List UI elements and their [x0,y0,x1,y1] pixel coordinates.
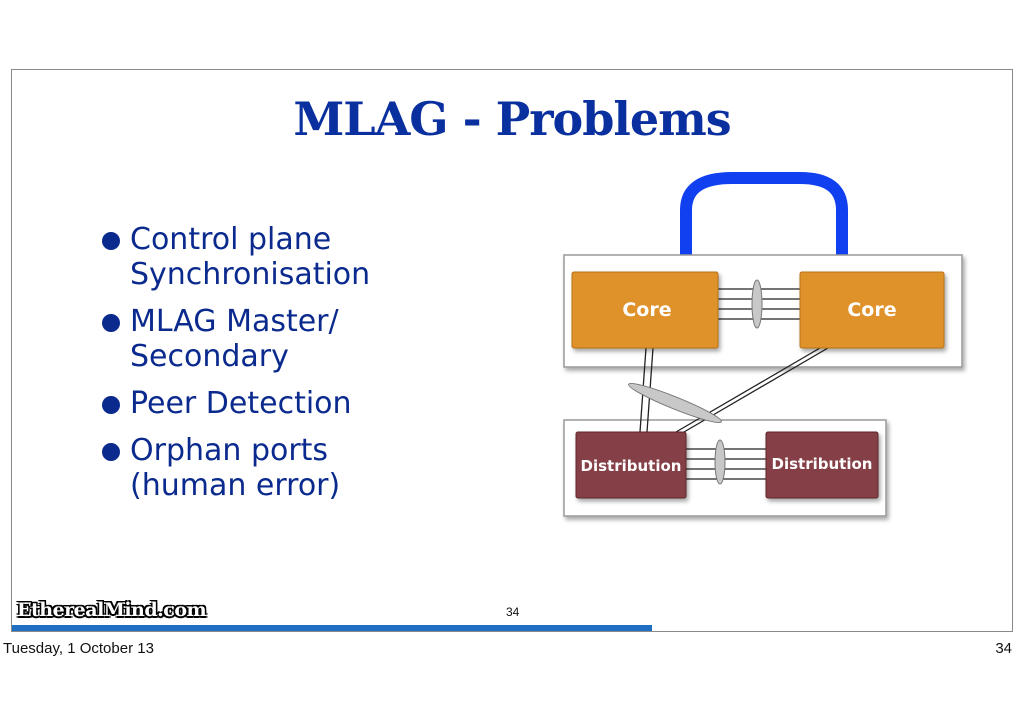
bullet-item: Orphan ports (human error) [102,433,464,503]
slide-number: 34 [506,605,520,619]
distribution-left-label: Distribution [581,457,682,475]
core-switch-left [571,271,719,349]
mlag-oval [628,382,722,424]
peer-link [680,172,848,274]
footer-date: Tuesday, 1 October 13 [3,640,154,657]
bullet-text: Control plane [130,222,332,257]
distribution-switch-left [575,431,687,499]
bullet-item: Control plane Synchronisation [102,222,464,292]
bullet-item: Peer Detection [102,386,464,421]
core-lag-oval [751,279,763,329]
slide: MLAG - Problems Control plane Synchronis… [11,69,1013,632]
brand-logo: EtherealMind.com [17,599,207,621]
slide-title: MLAG - Problems [293,92,731,146]
footer-bar [12,625,652,631]
bullet-text: MLAG Master/ [130,304,339,339]
bullet-dot-icon [102,396,120,414]
footer-page-number: 34 [995,640,1012,657]
core-right-label: Core [847,299,896,321]
mlag-diagram: Core Core Distribution Distribution [563,172,963,517]
bullet-text: Secondary [130,339,289,374]
bullet-dot-icon [102,232,120,250]
distribution-right-label: Distribution [772,455,873,473]
bullet-text: Synchronisation [130,257,371,292]
bullet-text: Peer Detection [130,386,352,421]
bullet-item: MLAG Master/ Secondary [102,304,464,374]
distribution-switch-right [765,431,879,499]
bullet-dot-icon [102,443,120,461]
core-switch-right [799,271,945,349]
bullet-text: (human error) [130,468,341,503]
core-left-label: Core [622,299,671,321]
bullet-list: Control plane Synchronisation MLAG Maste… [102,222,464,515]
distribution-interconnect [686,448,768,480]
bullet-text: Orphan ports [130,433,329,468]
distribution-lag-oval [714,439,726,485]
bullet-dot-icon [102,314,120,332]
